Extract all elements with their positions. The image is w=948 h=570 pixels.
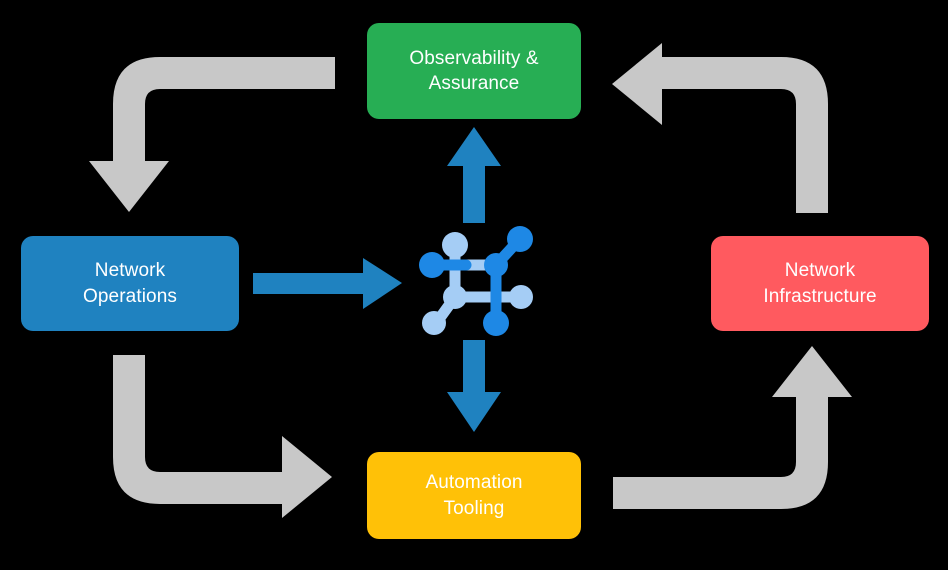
node-box-network-operations[interactable]: Network Operations — [21, 236, 239, 331]
node-label-automation-tooling: Automation Tooling — [425, 472, 523, 519]
network-graph-icon — [419, 226, 533, 336]
node-label-network-operations: Network Operations — [83, 260, 177, 307]
node-label-observability: Observability & Assurance — [409, 47, 539, 94]
blue-arrow-center-to-observability — [447, 127, 501, 223]
gray-arrow-operations-to-automation — [113, 355, 332, 518]
gray-arrow-infrastructure-to-observability — [612, 43, 828, 213]
gray-arrow-automation-to-infrastructure — [613, 346, 852, 509]
blue-arrow-operations-to-center — [253, 258, 402, 309]
node-box-automation-tooling[interactable]: Automation Tooling — [367, 452, 581, 539]
blue-arrow-center-to-automation — [447, 340, 501, 432]
node-box-observability[interactable]: Observability & Assurance — [367, 23, 581, 119]
gray-arrow-observability-to-operations — [89, 57, 335, 212]
node-box-network-infrastructure[interactable]: Network Infrastructure — [711, 236, 929, 331]
node-label-network-infrastructure: Network Infrastructure — [763, 260, 877, 307]
